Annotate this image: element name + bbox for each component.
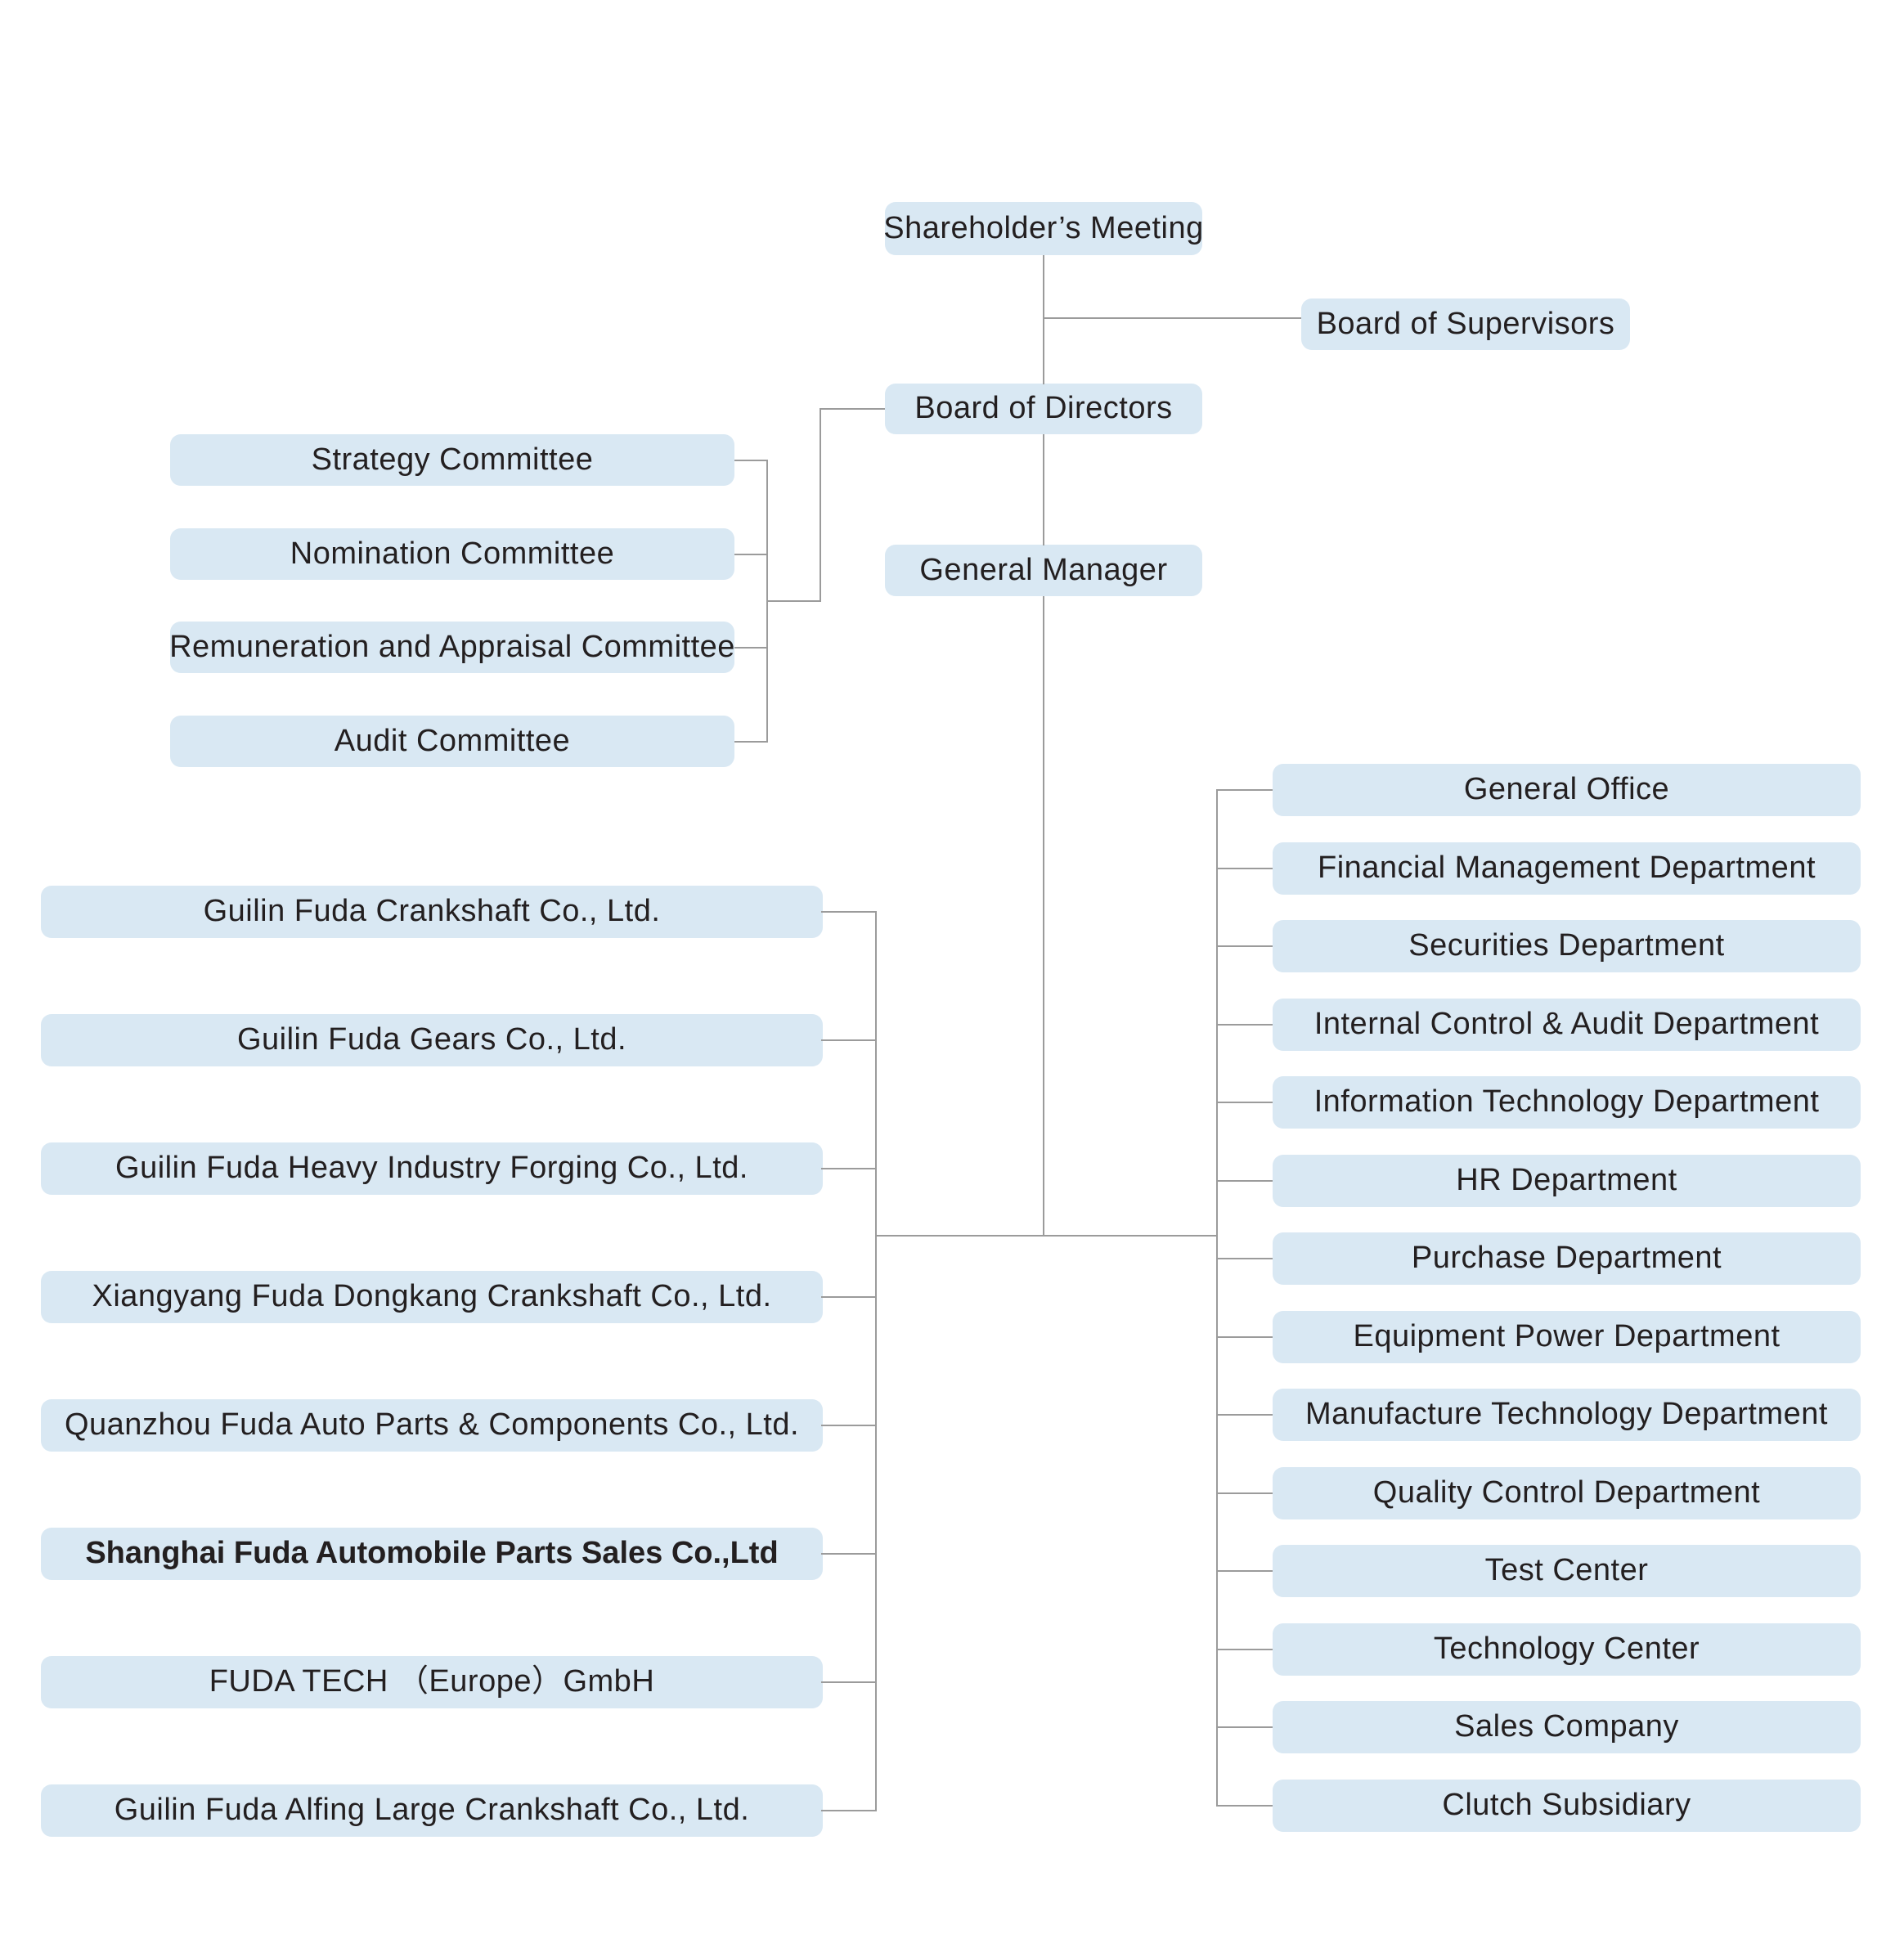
connector-stub-department-7 (1216, 1258, 1273, 1259)
connector-stub-subsidiary-1 (821, 911, 877, 913)
connector-branch-supervisors (1043, 317, 1301, 319)
node-subsidiary-guilin-fuda-gears: Guilin Fuda Gears Co., Ltd. (41, 1014, 823, 1066)
node-subsidiary-guilin-fuda-alfing-large-crankshaft: Guilin Fuda Alfing Large Crankshaft Co.,… (41, 1784, 823, 1837)
connector-stub-department-5 (1216, 1102, 1273, 1103)
connector-stub-department-13 (1216, 1726, 1273, 1728)
node-department-clutch-subsidiary: Clutch Subsidiary (1273, 1780, 1861, 1832)
connector-stub-department-1 (1216, 789, 1273, 791)
connector-stub-department-14 (1216, 1805, 1273, 1807)
node-subsidiary-fuda-tech-europe: FUDA TECH （Europe）GmbH (41, 1656, 823, 1708)
node-subsidiary-shanghai-fuda-automobile-parts-sales: Shanghai Fuda Automobile Parts Sales Co.… (41, 1528, 823, 1580)
connector-stub-subsidiary-2 (821, 1039, 877, 1041)
connector-stub-department-6 (1216, 1180, 1273, 1182)
node-subsidiary-guilin-fuda-crankshaft: Guilin Fuda Crankshaft Co., Ltd. (41, 886, 823, 938)
connector-stub-committee-audit (734, 741, 768, 743)
node-department-equipment-power: Equipment Power Department (1273, 1311, 1861, 1363)
node-department-sales-company: Sales Company (1273, 1701, 1861, 1753)
node-department-manufacture-technology: Manufacture Technology Department (1273, 1389, 1861, 1441)
connector-stub-subsidiary-6 (821, 1553, 877, 1555)
node-board-of-directors: Board of Directors (885, 384, 1202, 434)
connector-shareholders-to-directors (1043, 255, 1044, 384)
node-committee-strategy: Strategy Committee (170, 434, 734, 486)
connector-stub-department-4 (1216, 1024, 1273, 1026)
node-department-hr: HR Department (1273, 1155, 1861, 1207)
node-department-purchase: Purchase Department (1273, 1232, 1861, 1285)
connector-committee-mid (766, 600, 820, 602)
node-subsidiary-quanzhou-fuda-auto-parts: Quanzhou Fuda Auto Parts & Components Co… (41, 1399, 823, 1452)
node-department-securities: Securities Department (1273, 920, 1861, 972)
node-subsidiary-guilin-fuda-heavy-industry-forging: Guilin Fuda Heavy Industry Forging Co., … (41, 1142, 823, 1195)
connector-stub-subsidiary-5 (821, 1425, 877, 1426)
connector-stub-department-11 (1216, 1570, 1273, 1572)
node-department-information-technology: Information Technology Department (1273, 1076, 1861, 1129)
node-shareholders-meeting: Shareholder’s Meeting (883, 202, 1203, 255)
connector-stub-department-2 (1216, 868, 1273, 869)
connector-distribution (875, 1235, 1218, 1237)
connector-stub-committee-remuneration (734, 647, 768, 649)
connector-stub-committee-strategy (734, 460, 768, 461)
node-committee-nomination: Nomination Committee (170, 528, 734, 580)
connector-committee-to-directors (820, 408, 885, 410)
node-department-internal-control-audit: Internal Control & Audit Department (1273, 999, 1861, 1051)
connector-stub-subsidiary-8 (821, 1810, 877, 1811)
connector-committee-riser (820, 408, 821, 602)
node-department-quality-control: Quality Control Department (1273, 1467, 1861, 1519)
connector-stub-department-9 (1216, 1414, 1273, 1416)
connector-stub-subsidiary-7 (821, 1681, 877, 1683)
connector-stub-department-3 (1216, 945, 1273, 947)
node-department-general-office: General Office (1273, 764, 1861, 816)
node-department-test-center: Test Center (1273, 1545, 1861, 1597)
node-department-financial-management: Financial Management Department (1273, 842, 1861, 895)
connector-stub-department-10 (1216, 1492, 1273, 1494)
node-board-of-supervisors: Board of Supervisors (1301, 298, 1630, 350)
node-committee-remuneration-appraisal: Remuneration and Appraisal Committee (169, 622, 734, 673)
node-general-manager: General Manager (885, 545, 1202, 596)
node-committee-audit: Audit Committee (170, 716, 734, 767)
connector-stub-subsidiary-4 (821, 1296, 877, 1298)
node-department-technology-center: Technology Center (1273, 1623, 1861, 1676)
connector-subsidiary-trunk (875, 911, 877, 1811)
connector-department-trunk (1216, 789, 1218, 1807)
connector-directors-to-manager (1043, 434, 1044, 545)
connector-manager-trunk (1043, 596, 1044, 1237)
connector-stub-committee-nomination (734, 554, 768, 555)
connector-stub-department-12 (1216, 1649, 1273, 1650)
node-subsidiary-xiangyang-fuda-dongkang-crankshaft: Xiangyang Fuda Dongkang Crankshaft Co., … (41, 1271, 823, 1323)
connector-stub-subsidiary-3 (821, 1168, 877, 1169)
connector-stub-department-8 (1216, 1336, 1273, 1338)
